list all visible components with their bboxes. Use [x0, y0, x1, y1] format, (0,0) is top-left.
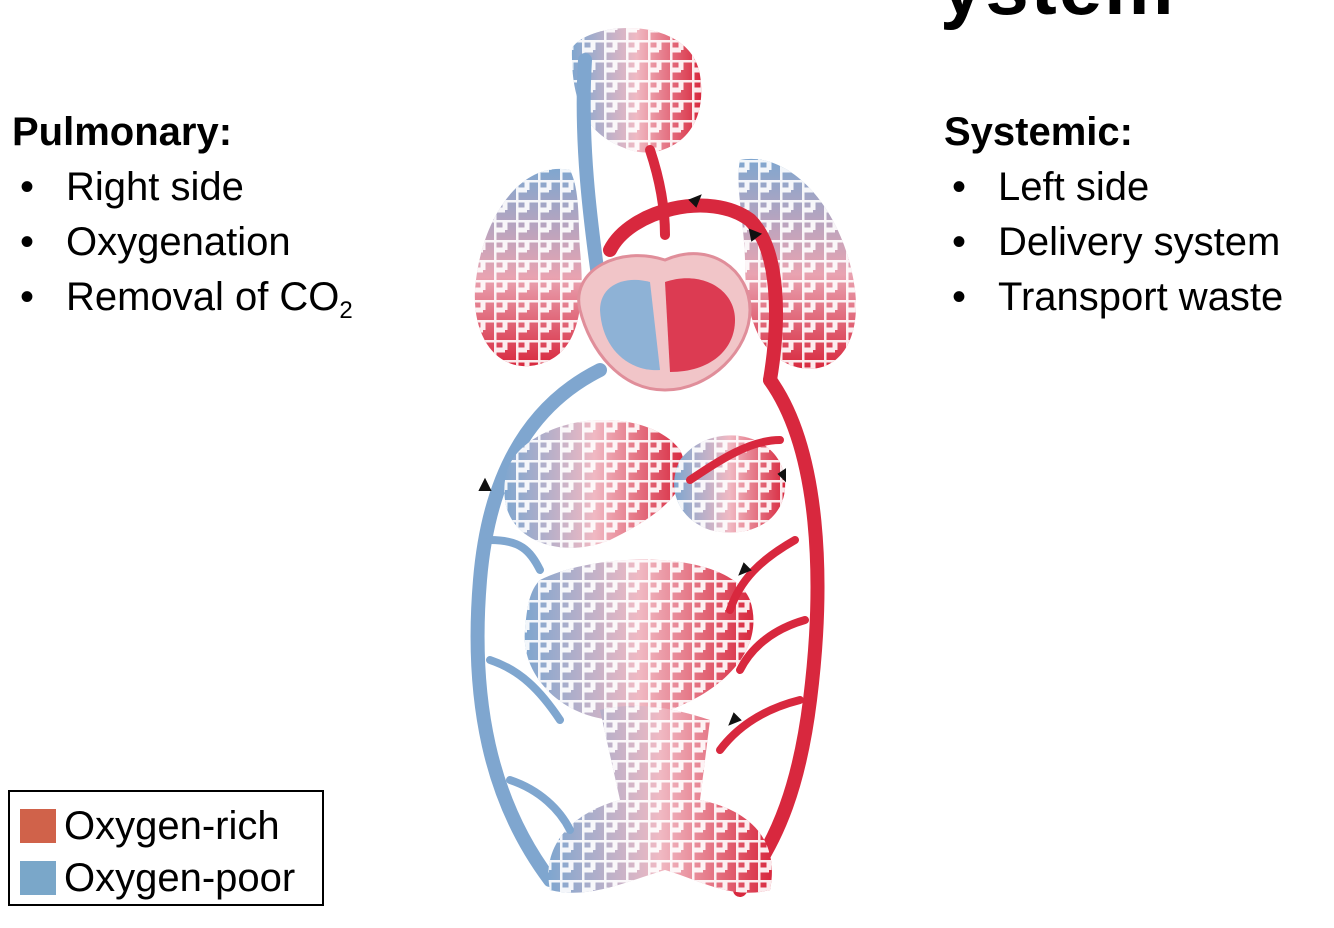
legend: Oxygen-rich Oxygen-poor [8, 790, 324, 906]
list-item: •Right side [12, 160, 353, 215]
stomach-capillary-bed [674, 435, 786, 533]
list-item: •Delivery system [944, 215, 1283, 270]
list-item: •Transport waste [944, 270, 1283, 325]
subscript: 2 [339, 297, 353, 324]
oxygen-poor-swatch [20, 861, 56, 895]
bullet-icon: • [20, 275, 35, 319]
pulmonary-section: Pulmonary: •Right side •Oxygenation •Rem… [12, 108, 353, 338]
bullet-icon: • [952, 275, 967, 319]
lower-body-capillary-bed [548, 705, 772, 893]
list-item: •Left side [944, 160, 1283, 215]
systemic-section: Systemic: •Left side •Delivery system •T… [944, 108, 1283, 325]
legend-item-oxygen-rich: Oxygen-rich [20, 800, 322, 852]
great-vessels [470, 53, 825, 897]
heart [577, 252, 752, 392]
list-item: •Oxygenation [12, 215, 353, 270]
list-item: •Removal of CO2 [12, 270, 353, 338]
right-lung-capillary-bed [474, 168, 582, 367]
pulmonary-list: •Right side •Oxygenation •Removal of CO2 [12, 160, 353, 338]
systemic-heading: Systemic: [944, 110, 1133, 154]
intestine-capillary-bed [524, 559, 754, 721]
venous-branches [486, 536, 574, 834]
bullet-icon: • [20, 165, 35, 209]
pulmonary-heading: Pulmonary: [12, 110, 233, 154]
systemic-list: •Left side •Delivery system •Transport w… [944, 160, 1283, 325]
left-lung-capillary-bed [738, 158, 856, 369]
legend-item-oxygen-poor: Oxygen-poor [20, 852, 322, 904]
flow-arrows [478, 194, 786, 726]
bullet-icon: • [952, 220, 967, 264]
head-capillary-bed [571, 27, 702, 153]
oxygen-rich-swatch [20, 809, 56, 843]
bullet-icon: • [20, 220, 35, 264]
bullet-icon: • [952, 165, 967, 209]
title-fragment: ystem [940, 0, 1175, 33]
circulatory-system-diagram [470, 27, 856, 897]
systemic-arterial-branches [686, 436, 809, 754]
liver-capillary-bed [504, 420, 685, 548]
